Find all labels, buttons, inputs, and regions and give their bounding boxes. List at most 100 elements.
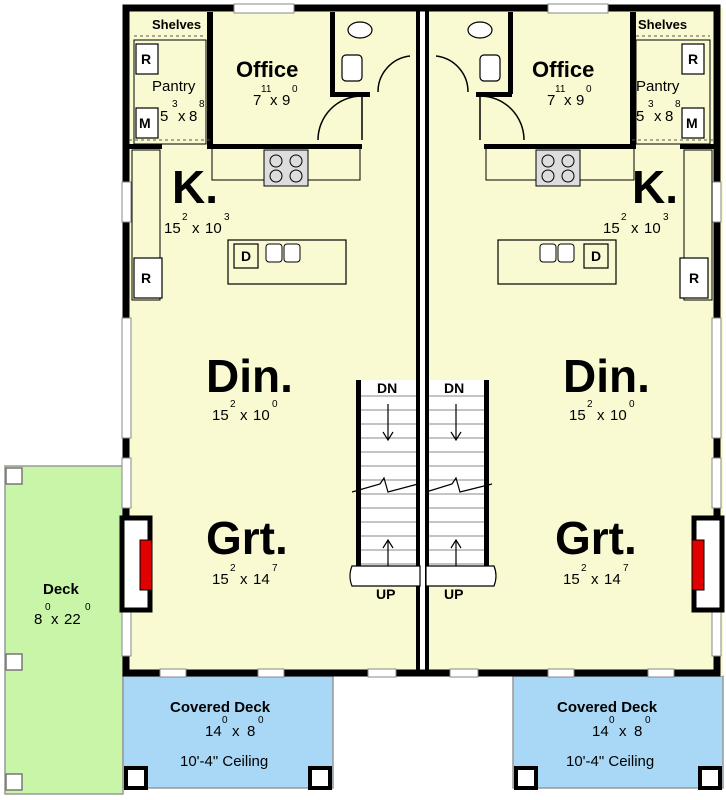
svg-text:7: 7	[272, 563, 278, 574]
door-swing	[317, 55, 525, 141]
svg-text:0: 0	[609, 715, 615, 726]
shelves-label: Shelves	[638, 17, 687, 32]
svg-text:3: 3	[224, 212, 230, 223]
svg-text:9: 9	[282, 92, 290, 109]
pantry-refrigerator-label: R	[141, 51, 151, 67]
svg-text:5: 5	[160, 108, 168, 125]
svg-text:8: 8	[634, 723, 642, 740]
covered-deck-dimensions: 14 0 x 8 0	[592, 715, 651, 740]
deck-post	[5, 467, 23, 485]
svg-text:10: 10	[205, 220, 222, 237]
dishwasher-label: D	[241, 248, 251, 264]
sink-icon	[265, 243, 575, 263]
svg-text:8: 8	[665, 108, 673, 125]
dining-dimensions: 15 2 x 10 0	[569, 399, 635, 424]
svg-text:8: 8	[34, 611, 42, 628]
svg-text:14: 14	[205, 723, 222, 740]
svg-text:2: 2	[182, 212, 188, 223]
kitchen-dimensions: 15 2 x 10 3	[164, 212, 230, 237]
deck-label: Deck	[43, 581, 80, 598]
svg-text:x: x	[51, 611, 59, 628]
dining-dimensions: 15 2 x 10 0	[212, 399, 278, 424]
shelves-label: Shelves	[152, 17, 201, 32]
interior-walls-left	[126, 12, 370, 149]
svg-text:5: 5	[636, 108, 644, 125]
stair-up-label: UP	[376, 586, 395, 602]
appliance-box	[133, 43, 709, 299]
svg-text:0: 0	[629, 399, 635, 410]
svg-text:x: x	[564, 92, 572, 109]
office-label: Office	[236, 57, 298, 82]
svg-text:14: 14	[592, 723, 609, 740]
svg-text:7: 7	[547, 92, 555, 109]
stair-landing	[349, 565, 497, 587]
dishwasher-label: D	[591, 248, 601, 264]
deck-dimensions: 8 0 x 22 0	[34, 602, 91, 628]
svg-text:x: x	[232, 723, 240, 740]
covered-deck-label: Covered Deck	[170, 699, 271, 716]
office-dimensions: 7 11 x 9 0	[547, 84, 592, 109]
great-room-label: Grt.	[206, 512, 288, 564]
deck-post	[308, 766, 332, 790]
pantry-label: Pantry	[152, 78, 196, 95]
svg-text:8: 8	[189, 108, 197, 125]
pantry-microwave-label: M	[686, 115, 698, 131]
svg-text:x: x	[631, 220, 639, 237]
stair-break-line	[351, 476, 493, 493]
party-wall	[425, 8, 429, 673]
svg-text:8: 8	[247, 723, 255, 740]
windows	[121, 3, 722, 678]
pantry-label: Pantry	[636, 78, 680, 95]
covered-deck-area-left	[122, 675, 334, 789]
kitchen-island	[227, 239, 617, 285]
svg-text:0: 0	[258, 715, 264, 726]
office-dimensions: 7 11 x 9 0	[253, 84, 298, 109]
svg-text:15: 15	[603, 220, 620, 237]
svg-text:2: 2	[230, 563, 236, 574]
svg-text:x: x	[240, 407, 248, 424]
great-room-dimensions: 15 2 x 14 7	[563, 563, 629, 588]
svg-text:15: 15	[563, 571, 580, 588]
covered-deck-label: Covered Deck	[557, 699, 658, 716]
pantry-dimensions: 5 3 x 8 8	[636, 99, 681, 125]
deck-post	[514, 766, 538, 790]
svg-text:3: 3	[648, 99, 654, 110]
svg-text:22: 22	[64, 611, 81, 628]
svg-text:11: 11	[261, 84, 272, 95]
svg-text:10: 10	[610, 407, 627, 424]
svg-text:7: 7	[623, 563, 629, 574]
svg-text:10: 10	[644, 220, 661, 237]
svg-text:3: 3	[663, 212, 669, 223]
svg-text:2: 2	[587, 399, 593, 410]
svg-text:9: 9	[576, 92, 584, 109]
dining-label: Din.	[563, 350, 650, 402]
covered-deck-area-right	[512, 675, 724, 789]
svg-text:2: 2	[581, 563, 587, 574]
svg-text:x: x	[240, 571, 248, 588]
svg-text:11: 11	[555, 84, 566, 95]
fireplace-icon	[119, 515, 725, 613]
pantry-dimensions: 5 3 x 8 8	[160, 99, 205, 125]
svg-text:14: 14	[253, 571, 270, 588]
great-room-dimensions: 15 2 x 14 7	[212, 563, 278, 588]
svg-text:10: 10	[253, 407, 270, 424]
office-label: Office	[532, 57, 594, 82]
kitchen-label: K.	[172, 161, 218, 213]
svg-text:0: 0	[45, 602, 51, 613]
toilet-icon	[341, 21, 501, 82]
refrigerator-label: R	[689, 270, 699, 286]
dining-label: Din.	[206, 350, 293, 402]
svg-text:x: x	[654, 108, 662, 125]
cabinets	[131, 39, 713, 301]
svg-text:2: 2	[621, 212, 627, 223]
kitchen-label: K.	[632, 161, 678, 213]
svg-text:x: x	[192, 220, 200, 237]
svg-text:0: 0	[645, 715, 651, 726]
svg-text:3: 3	[172, 99, 178, 110]
svg-text:7: 7	[253, 92, 261, 109]
svg-text:8: 8	[675, 99, 681, 110]
pantry-microwave-label: M	[139, 115, 151, 131]
deck-post	[5, 653, 23, 671]
interior-walls-right	[476, 12, 717, 149]
